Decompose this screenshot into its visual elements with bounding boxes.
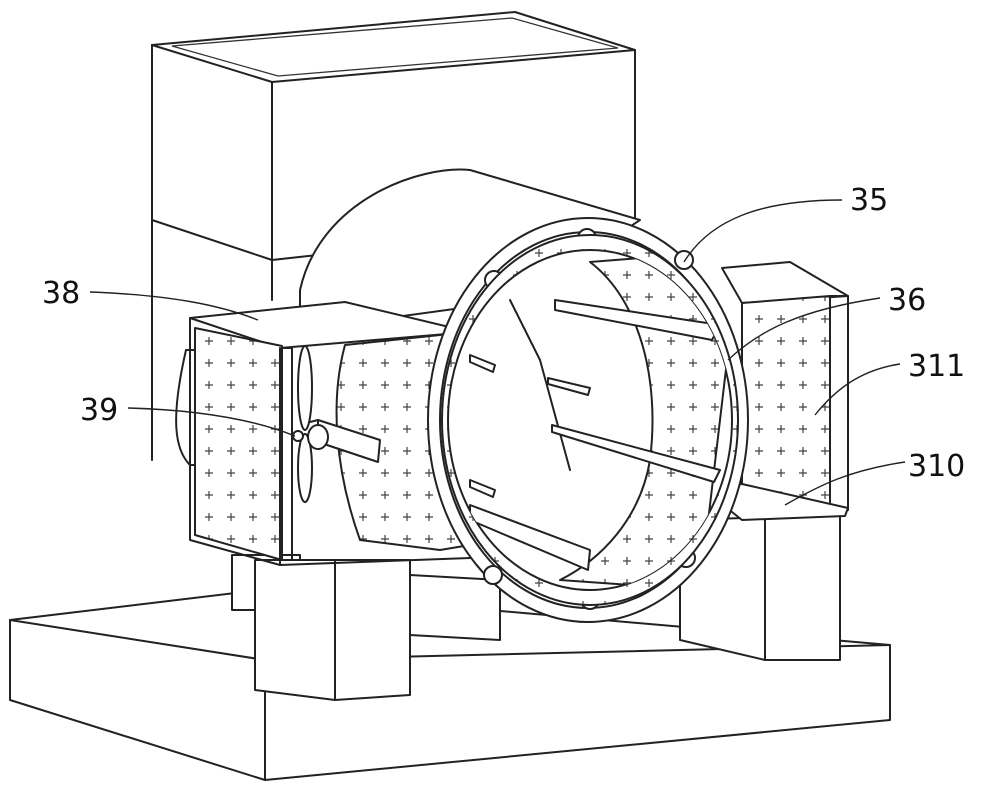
callout-39: 39: [80, 393, 118, 428]
fan-icon: [292, 345, 381, 503]
callout-310: 310: [908, 449, 965, 484]
leader-lines: [89, 199, 906, 506]
right-bracket-box: [701, 261, 849, 521]
callout-35: 35: [850, 183, 888, 218]
left-bracket-box: [189, 301, 471, 566]
support-legs: [231, 514, 841, 701]
callout-38: 38: [42, 276, 80, 311]
drum-interior: [469, 250, 732, 590]
callout-311: 311: [908, 349, 965, 384]
callout-36: 36: [888, 283, 926, 318]
